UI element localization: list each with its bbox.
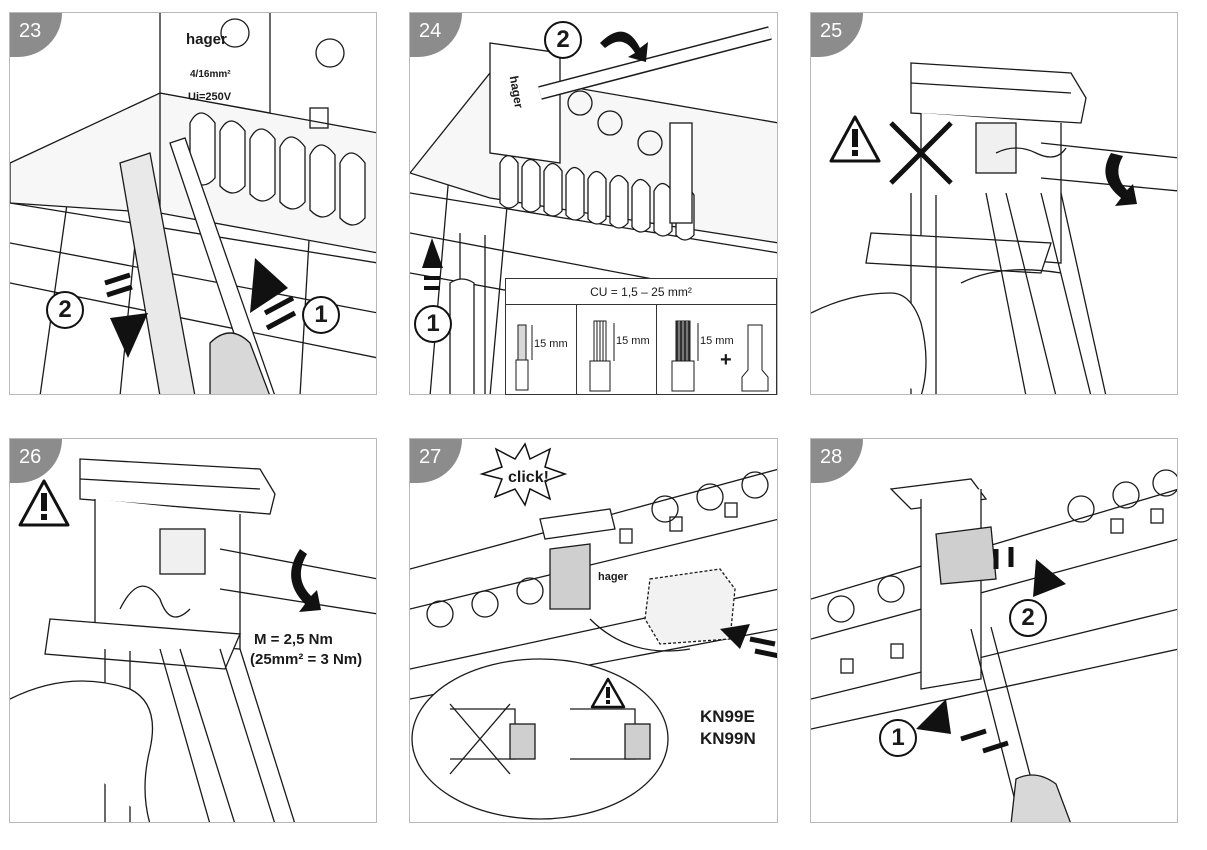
panel-23-drawing	[10, 13, 376, 394]
wire-strip-drawings	[515, 320, 769, 392]
step-circle-2: 2	[544, 21, 582, 59]
panel-26-drawing	[10, 458, 376, 822]
warning-triangle-icon	[829, 115, 881, 163]
rotate-arrow-icon	[291, 549, 321, 612]
step-circle-2: 2	[1009, 599, 1047, 637]
step-circle-1: 1	[302, 296, 340, 334]
rating-label-1: 4/16mm²	[190, 69, 231, 80]
torque-note: (25mm² = 3 Nm)	[250, 651, 363, 668]
panel-26: 26 M = 2,5 Nm (25mm² = 3 Nm)	[9, 438, 377, 823]
panel-24-drawing	[410, 26, 777, 394]
panel-25: 25	[810, 12, 1178, 395]
push-arrow-icon	[916, 699, 951, 734]
spec-row: 15 mm 15 mm 15 mm +	[506, 304, 776, 394]
step-number-badge: 23	[10, 13, 62, 57]
push-arrow-icon	[720, 624, 750, 649]
torque-label: M = 2,5 Nm	[254, 631, 333, 648]
push-arrow-icon	[1033, 559, 1066, 597]
spec-title: CU = 1,5 – 25 mm²	[590, 285, 692, 299]
step-circle-1: 1	[879, 719, 917, 757]
step-circle-1: 1	[414, 305, 452, 343]
part-number-1: KN99E	[700, 707, 755, 726]
strip-length-label: 15 mm	[616, 335, 650, 347]
panel-28-drawing	[811, 469, 1177, 822]
click-burst-icon	[479, 442, 568, 507]
panel-27-drawing	[410, 442, 777, 820]
part-number-2: KN99N	[700, 729, 756, 748]
cross-mark-icon	[889, 121, 953, 185]
brand-label: hager	[186, 31, 227, 48]
warning-triangle-icon	[18, 479, 70, 527]
wire-spec-table: CU = 1,5 – 25 mm² 15 mm 15 mm 15 mm +	[505, 278, 777, 395]
click-label: click!	[508, 469, 549, 486]
plus-sign: +	[720, 349, 732, 371]
strip-length-label: 15 mm	[700, 335, 734, 347]
panel-23: 23	[9, 12, 377, 395]
panel-28: 28 1 2	[810, 438, 1178, 823]
step-circle-2: 2	[46, 291, 84, 329]
rating-label-2: Ui=250V	[188, 91, 232, 103]
step-number-badge: 26	[10, 439, 62, 483]
panel-27: 27 click! hager KN99E KN99N	[409, 438, 778, 823]
rotate-arrow-icon	[1105, 153, 1137, 206]
strip-length-label: 15 mm	[534, 338, 568, 350]
warning-triangle-icon	[590, 677, 626, 709]
brand-label: hager	[598, 571, 628, 583]
panel-25-drawing	[811, 62, 1177, 394]
